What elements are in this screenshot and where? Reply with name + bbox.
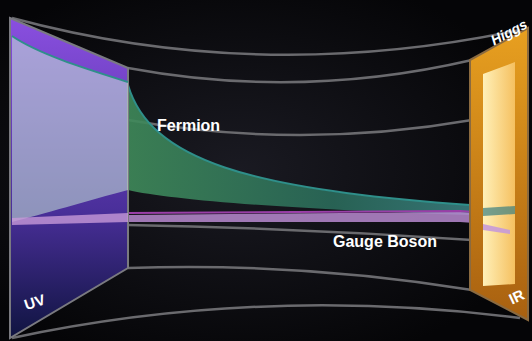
uv-brane: UV: [0, 0, 134, 341]
fermion-curve: [128, 85, 470, 205]
field-label: Fermion: [157, 117, 220, 135]
ir-brane-shape: [466, 22, 532, 327]
ir-brane: HiggsIR: [466, 22, 532, 327]
uv-brane-shape: [0, 0, 134, 341]
field-label: Gauge Boson: [333, 233, 437, 251]
gauge-boson-curve: [128, 211, 510, 228]
gauge-boson-profile: [128, 212, 510, 232]
fermion-profile: [128, 85, 470, 215]
